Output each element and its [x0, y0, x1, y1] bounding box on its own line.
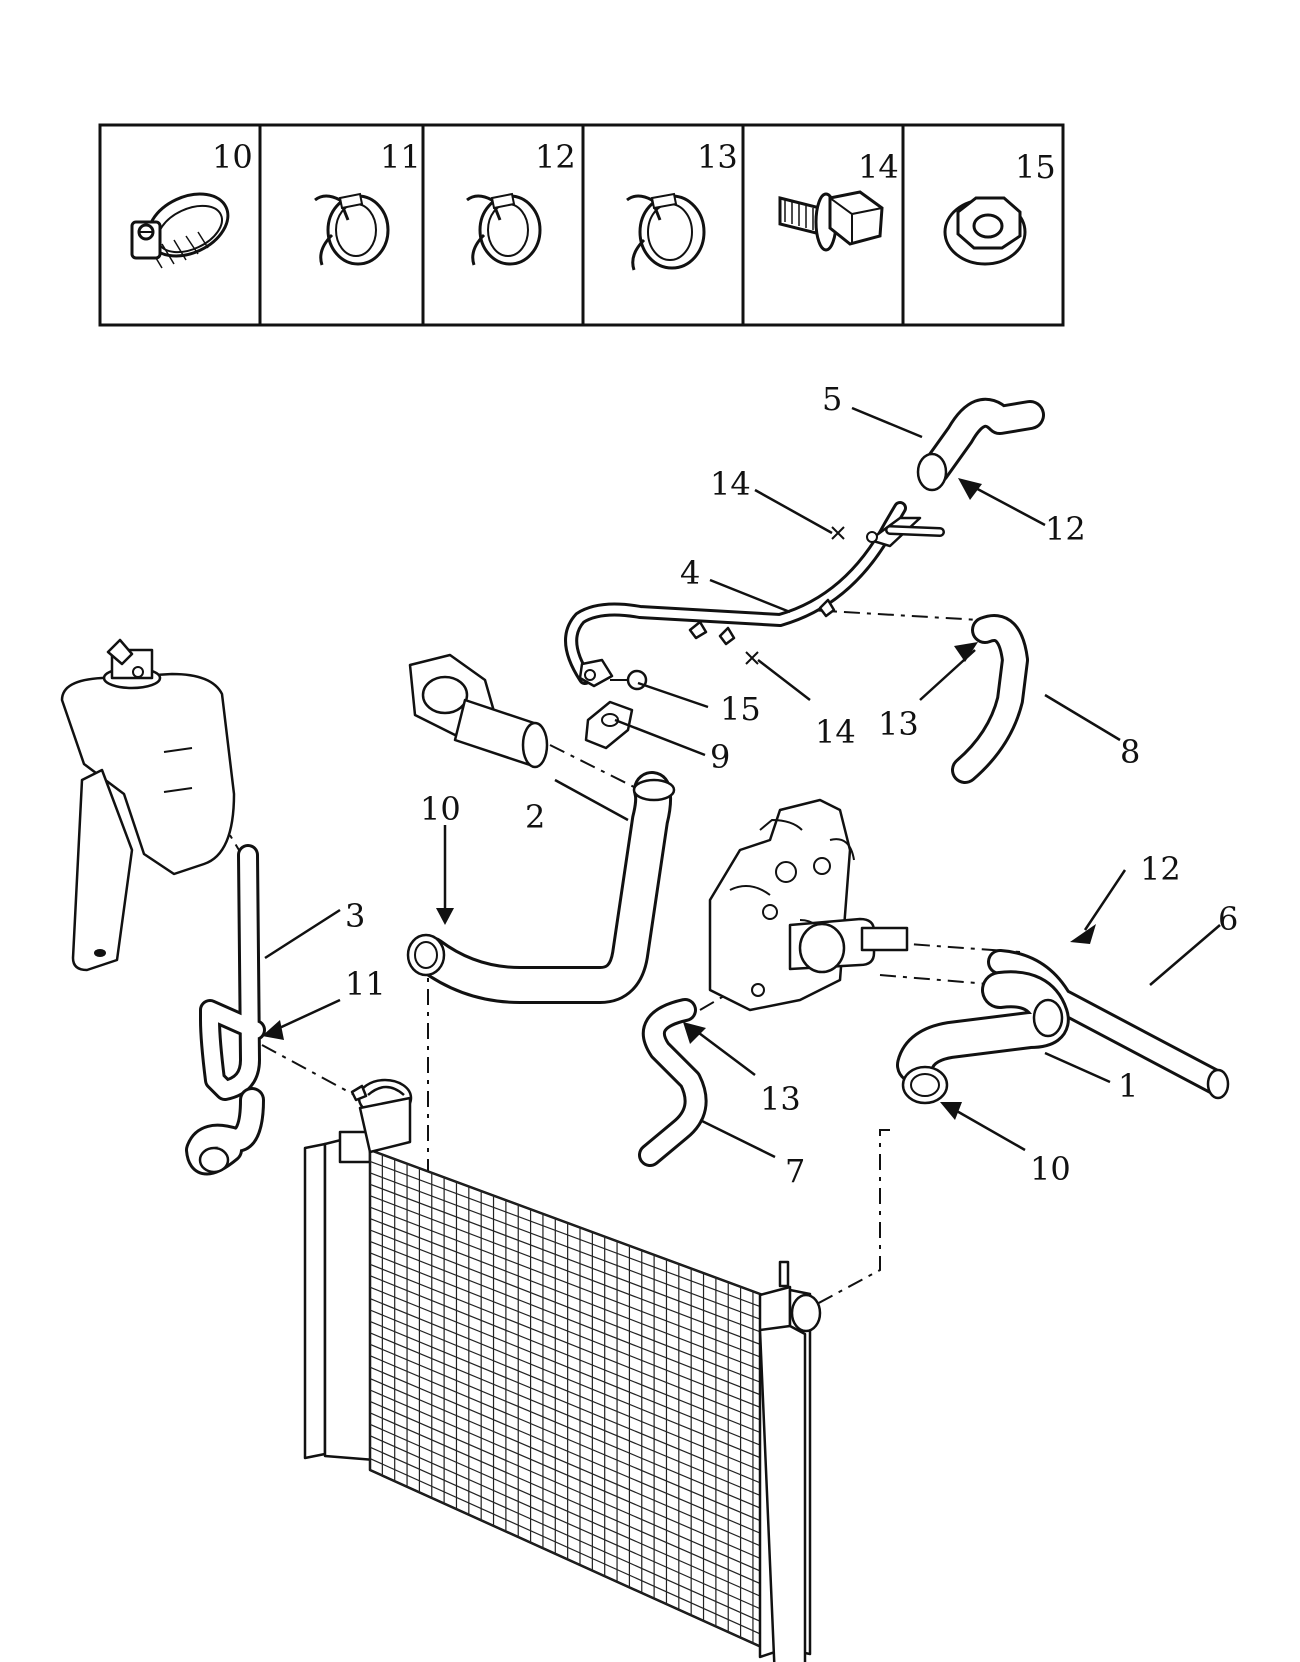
- radiator-tube-line: [369, 1423, 791, 1610]
- callout-7: 7: [785, 1152, 805, 1190]
- callout-13-bottom: 13: [760, 1080, 801, 1118]
- callout-10-left: 10: [420, 790, 461, 828]
- radiator-tube-line: [369, 1446, 791, 1636]
- flange-bolt-icon: [778, 190, 884, 252]
- radiator-tube-line: [369, 1286, 791, 1458]
- callout-15: 15: [720, 690, 761, 728]
- radiator-tube-line: [369, 1229, 791, 1395]
- callout-11: 11: [345, 965, 386, 1003]
- radiator-tube-line: [369, 1458, 791, 1648]
- radiator-tube-line: [369, 1218, 791, 1382]
- radiator-tube-line: [369, 1366, 791, 1547]
- callout-13-top: 13: [878, 705, 919, 743]
- coolant-expansion-tank: [60, 638, 236, 972]
- radiator-tube-line: [369, 1332, 791, 1509]
- pipe-4: [564, 501, 907, 685]
- radiator-tube-line: [369, 1275, 791, 1446]
- radiator-tube-line: [369, 1412, 791, 1598]
- callout-10-right: 10: [1030, 1150, 1071, 1188]
- radiator-tube-line: [369, 1160, 791, 1319]
- legend-num-14: 14: [858, 148, 899, 186]
- radiator-tube-line: [369, 1206, 791, 1369]
- callout-3: 3: [345, 897, 365, 935]
- legend-num-12: 12: [535, 138, 576, 176]
- spring-clamp-icon: [626, 192, 706, 271]
- radiator-tube-line: [369, 1435, 791, 1623]
- radiator-tube-line: [369, 1195, 791, 1357]
- callout-14-mid: 14: [815, 713, 856, 751]
- spring-clamp-icon: [466, 192, 542, 266]
- callout-8: 8: [1120, 733, 1140, 771]
- fastener-legend: 10 11 12 13 14 15: [98, 123, 1065, 327]
- flange-nut-marker: [626, 669, 648, 691]
- radiator-tube-line: [369, 1172, 791, 1331]
- coolant-hoses: [185, 397, 1230, 1176]
- radiator-tube-line: [369, 1469, 791, 1661]
- worm-drive-clamp-icon: [130, 192, 230, 269]
- radiator-tube-line: [369, 1183, 791, 1344]
- radiator-tube-line: [369, 1400, 791, 1585]
- radiator-tube-line: [369, 1320, 791, 1496]
- legend-cell-12: [421, 123, 585, 327]
- legend-num-13: 13: [697, 138, 738, 176]
- callout-4: 4: [680, 554, 700, 592]
- radiator-core-grid: [369, 1149, 791, 1661]
- flange-nut-icon: [943, 196, 1027, 266]
- radiator-tube-line: [369, 1149, 791, 1306]
- radiator-tube-line: [369, 1355, 791, 1534]
- legend-num-15: 15: [1015, 148, 1056, 186]
- callout-14-top: 14: [710, 465, 751, 503]
- callout-12-top: 12: [1045, 510, 1086, 548]
- callout-numbers: 5 12 14 4 15 9 14 13 8 10 2 3 11 12 6 1 …: [345, 380, 1238, 1190]
- callout-9: 9: [710, 738, 730, 776]
- callout-6: 6: [1218, 900, 1238, 938]
- radiator-tube-line: [369, 1240, 791, 1407]
- radiator: [303, 1078, 822, 1662]
- legend-num-11: 11: [380, 138, 421, 176]
- callout-5: 5: [822, 380, 842, 418]
- engine-block-water-outlet: [708, 798, 909, 1012]
- legend-num-10: 10: [212, 138, 253, 176]
- radiator-tube-line: [369, 1378, 791, 1560]
- radiator-tube-line: [369, 1389, 791, 1572]
- callout-1: 1: [1118, 1067, 1138, 1105]
- radiator-tube-line: [369, 1252, 791, 1420]
- radiator-tube-line: [369, 1298, 791, 1471]
- radiator-tube-line: [369, 1343, 791, 1522]
- callout-2: 2: [525, 798, 545, 836]
- leader-lines: [262, 406, 1221, 1159]
- radiator-tube-line: [369, 1309, 791, 1484]
- spring-clamp-icon: [314, 192, 390, 266]
- callout-12-right: 12: [1140, 850, 1181, 888]
- thermostat-housing: [408, 653, 549, 769]
- radiator-tube-line: [369, 1263, 791, 1433]
- legend-cell-11: [258, 123, 425, 327]
